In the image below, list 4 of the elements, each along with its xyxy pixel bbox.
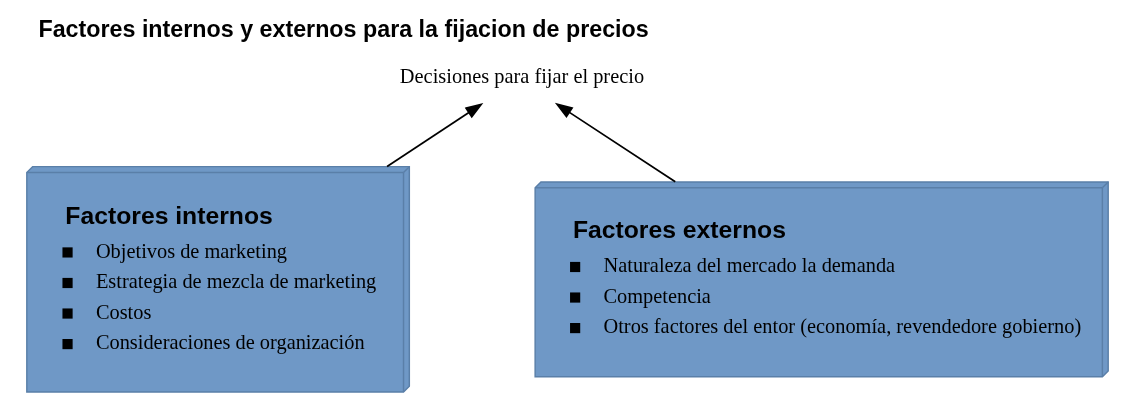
- diagram-title: Factores internos y externos para la fijacion de precios: [38, 15, 649, 42]
- node-text: Decisiones para fijar el precio: [399, 65, 645, 88]
- arrow: [386, 103, 484, 168]
- arrow: [554, 102, 677, 183]
